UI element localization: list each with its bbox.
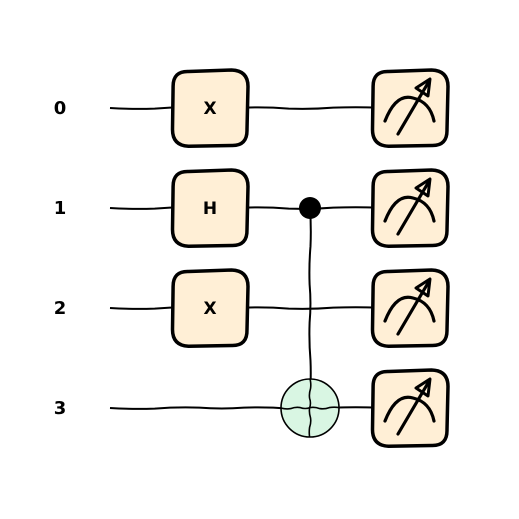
gate-label: X xyxy=(203,299,216,319)
gate-box xyxy=(170,268,250,349)
measure-gate-q2 xyxy=(370,268,450,349)
meter-arrowhead-icon xyxy=(414,77,432,98)
meter-icon xyxy=(383,295,436,323)
gate-x-q2: X xyxy=(170,268,250,349)
meter-arrowhead-icon xyxy=(414,177,432,198)
gate-label: H xyxy=(203,199,217,219)
meter-icon xyxy=(383,395,436,423)
gate-box xyxy=(170,168,250,249)
measure-box xyxy=(370,68,450,149)
meter-icon xyxy=(383,95,436,123)
gate-box xyxy=(170,68,250,149)
measure-gate-q1 xyxy=(370,168,450,249)
meter-arrowhead-icon xyxy=(414,277,432,298)
qubit-label-3: 3 xyxy=(54,398,67,419)
measure-box xyxy=(370,268,450,349)
meter-icon xyxy=(383,195,436,223)
cnot-target-cross-v xyxy=(308,378,312,438)
gate-h-q1: H xyxy=(170,168,250,249)
qubit-labels: 0 1 2 3 xyxy=(54,98,67,419)
qubit-label-1: 1 xyxy=(54,198,67,219)
gates-layer: X H X xyxy=(170,68,450,449)
gate-label: X xyxy=(203,99,216,119)
qubit-label-0: 0 xyxy=(54,98,67,119)
meter-arrowhead-icon xyxy=(414,377,432,398)
qubit-wires xyxy=(109,106,379,410)
cnot-target xyxy=(280,378,340,438)
measure-gate-q3 xyxy=(370,368,450,449)
measure-gate-q0 xyxy=(370,68,450,149)
cnot-control-dot xyxy=(299,197,321,219)
measure-box xyxy=(370,368,450,449)
qubit-label-2: 2 xyxy=(54,298,67,319)
gate-x-q0: X xyxy=(170,68,250,149)
measure-box xyxy=(370,168,450,249)
